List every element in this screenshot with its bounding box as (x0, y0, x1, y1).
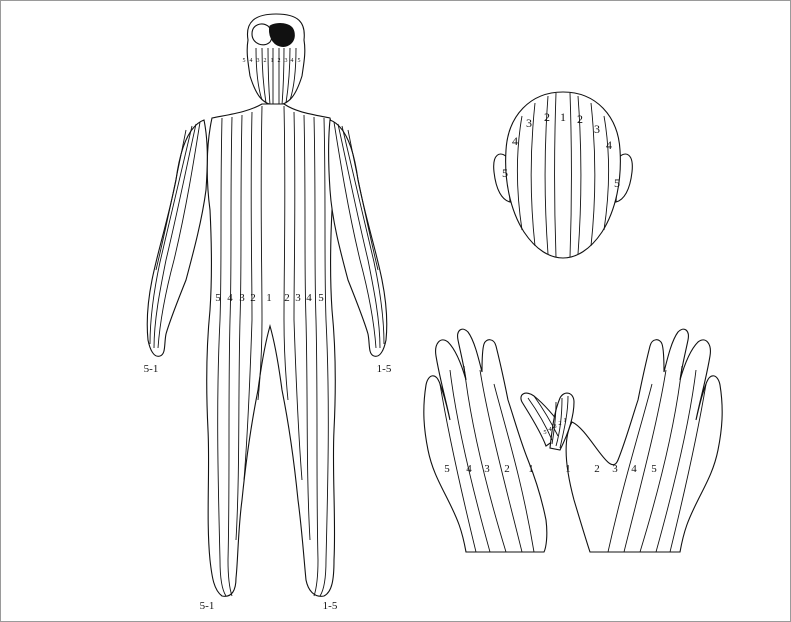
svg-text:4: 4 (291, 58, 294, 64)
right-hand-label: 5-1 (144, 363, 159, 375)
hands-figure: 5 4 3 2 1 1 2 3 4 5 (424, 329, 722, 552)
svg-text:5: 5 (614, 176, 620, 190)
svg-text:2: 2 (278, 58, 281, 64)
svg-text:1: 1 (560, 110, 566, 124)
svg-text:3: 3 (257, 58, 260, 64)
svg-text:3: 3 (285, 58, 288, 64)
svg-text:4: 4 (606, 138, 612, 152)
svg-text:3: 3 (612, 463, 618, 475)
svg-text:2: 2 (544, 110, 550, 124)
svg-text:5: 5 (243, 58, 246, 64)
svg-text:2: 2 (504, 463, 510, 475)
svg-text:4: 4 (227, 292, 233, 304)
right-hand-outline (566, 329, 722, 552)
trunk-zone-labels: 5 4 3 2 1 2 3 4 5 (215, 292, 324, 304)
right-eye-icon (252, 24, 272, 45)
body-figure: 5 4 3 2 1 2 3 4 5 5 4 3 2 (144, 14, 392, 612)
svg-text:4: 4 (631, 463, 637, 475)
svg-text:4: 4 (466, 463, 472, 475)
face-zone-labels: 5 4 3 2 1 2 3 4 5 (243, 58, 301, 64)
svg-text:5: 5 (651, 463, 657, 475)
svg-text:4: 4 (306, 292, 312, 304)
svg-text:1: 1 (271, 58, 274, 64)
svg-text:4: 4 (250, 58, 253, 64)
svg-text:4: 4 (512, 134, 518, 148)
svg-text:5: 5 (318, 292, 324, 304)
left-hand-outline (424, 329, 547, 552)
svg-text:1: 1 (266, 292, 272, 304)
svg-text:1: 1 (563, 417, 566, 424)
svg-text:2: 2 (284, 292, 290, 304)
svg-text:3: 3 (295, 292, 301, 304)
svg-text:3: 3 (526, 116, 532, 130)
svg-text:5: 5 (215, 292, 221, 304)
left-hand-label: 1-5 (377, 363, 392, 375)
svg-text:2: 2 (594, 463, 600, 475)
svg-text:2: 2 (250, 292, 256, 304)
svg-text:3: 3 (553, 423, 556, 430)
torso-legs-outline (207, 104, 336, 596)
svg-text:5: 5 (502, 166, 508, 180)
svg-text:2: 2 (264, 58, 267, 64)
svg-text:3: 3 (594, 122, 600, 136)
right-foot-label: 5-1 (200, 600, 215, 612)
head-back-figure: 5 4 3 2 1 2 3 4 5 (494, 92, 633, 258)
svg-text:5: 5 (444, 463, 450, 475)
svg-text:3: 3 (239, 292, 245, 304)
right-arm-outline (147, 120, 207, 356)
svg-text:5: 5 (298, 58, 301, 64)
svg-text:2: 2 (558, 420, 561, 427)
svg-text:1: 1 (565, 463, 571, 475)
svg-text:1: 1 (528, 463, 534, 475)
svg-text:2: 2 (577, 112, 583, 126)
svg-text:3: 3 (484, 463, 490, 475)
svg-text:5: 5 (543, 429, 546, 436)
left-foot-label: 1-5 (323, 600, 338, 612)
